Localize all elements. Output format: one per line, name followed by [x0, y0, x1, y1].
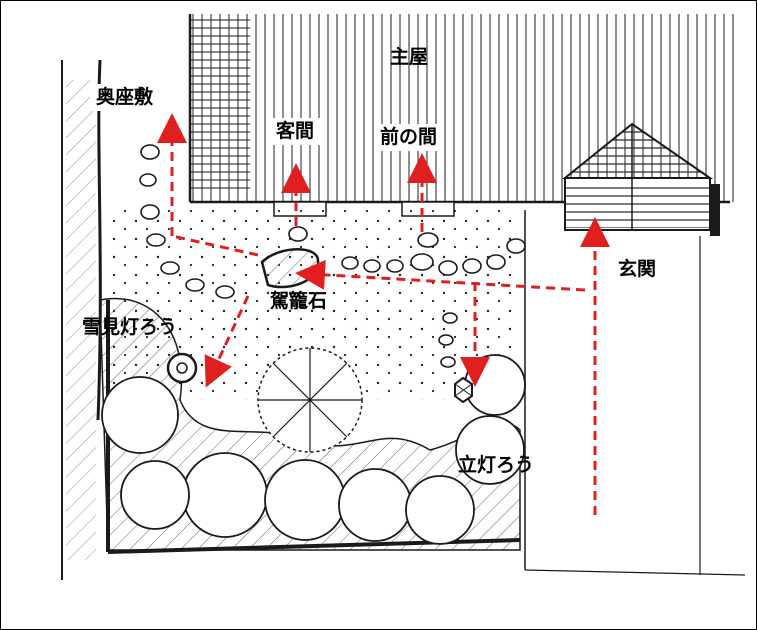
entrance-building: [562, 122, 720, 236]
label-kago-stone: 駕籠石: [270, 290, 328, 312]
left-hedge: [61, 59, 746, 580]
flow-arrows: [157, 113, 610, 515]
label-standing-lantern: 立灯ろう: [458, 454, 535, 476]
label-entrance: 玄関: [618, 258, 657, 280]
label-front-room: 前の間: [374, 124, 444, 151]
standing-lantern-icon: [454, 376, 473, 404]
label-snow-lantern: 雪見灯ろう: [82, 316, 178, 338]
snow-lantern-icon: [166, 352, 198, 384]
label-guest-room: 客間: [270, 118, 321, 145]
label-inner-room: 奥座敷: [90, 84, 160, 111]
arrow-entrance-to-stone: [295, 259, 586, 292]
label-main-house: 主屋: [390, 46, 429, 68]
central-pine: [257, 347, 363, 453]
stepping-stones: [139, 144, 526, 368]
planting-bed: [99, 297, 526, 554]
